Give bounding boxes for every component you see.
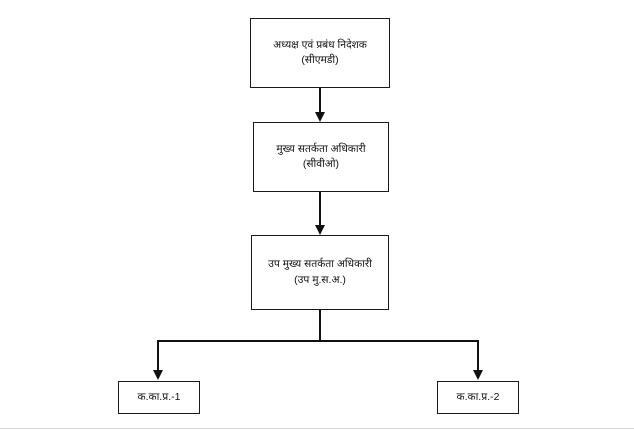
node-dycvo[interactable]: उप मुख्य सतर्कता अधिकारी (उप मु.स.अ.) (251, 235, 389, 310)
node-kkp1-label: क.का.प्र.-1 (137, 390, 181, 403)
footer-divider (0, 428, 634, 429)
connector-dycvo-to-kkp2 (477, 340, 479, 371)
arrowhead-down-icon-cvo (314, 112, 325, 122)
connector-cmd-to-cvo (319, 88, 321, 114)
arrowhead-down-icon-kkp1 (152, 370, 163, 380)
arrowhead-down-icon-kkp2 (472, 370, 483, 380)
node-kkp1[interactable]: क.का.प्र.-1 (118, 381, 200, 414)
arrowhead-down-icon-dycvo (314, 225, 325, 235)
node-cmd[interactable]: अध्यक्ष एवं प्रबंध निदेशक (सीएमडी) (250, 18, 390, 88)
node-cmd-label: अध्यक्ष एवं प्रबंध निदेशक (सीएमडी) (273, 38, 367, 66)
connector-cvo-to-dycvo (319, 192, 321, 227)
node-dycvo-label: उप मुख्य सतर्कता अधिकारी (उप मु.स.अ.) (268, 258, 372, 286)
connector-dycvo-to-kkp1 (157, 340, 159, 371)
node-kkp2[interactable]: क.का.प्र.-2 (437, 381, 519, 414)
node-kkp2-label: क.का.प्र.-2 (456, 390, 500, 403)
node-cvo-label: मुख्य सतर्कता अधिकारी (सीवीओ) (276, 142, 366, 170)
node-cvo[interactable]: मुख्य सतर्कता अधिकारी (सीवीओ) (253, 122, 389, 192)
connector-dycvo-stem (319, 310, 321, 342)
connector-horizontal-bus (158, 340, 479, 342)
